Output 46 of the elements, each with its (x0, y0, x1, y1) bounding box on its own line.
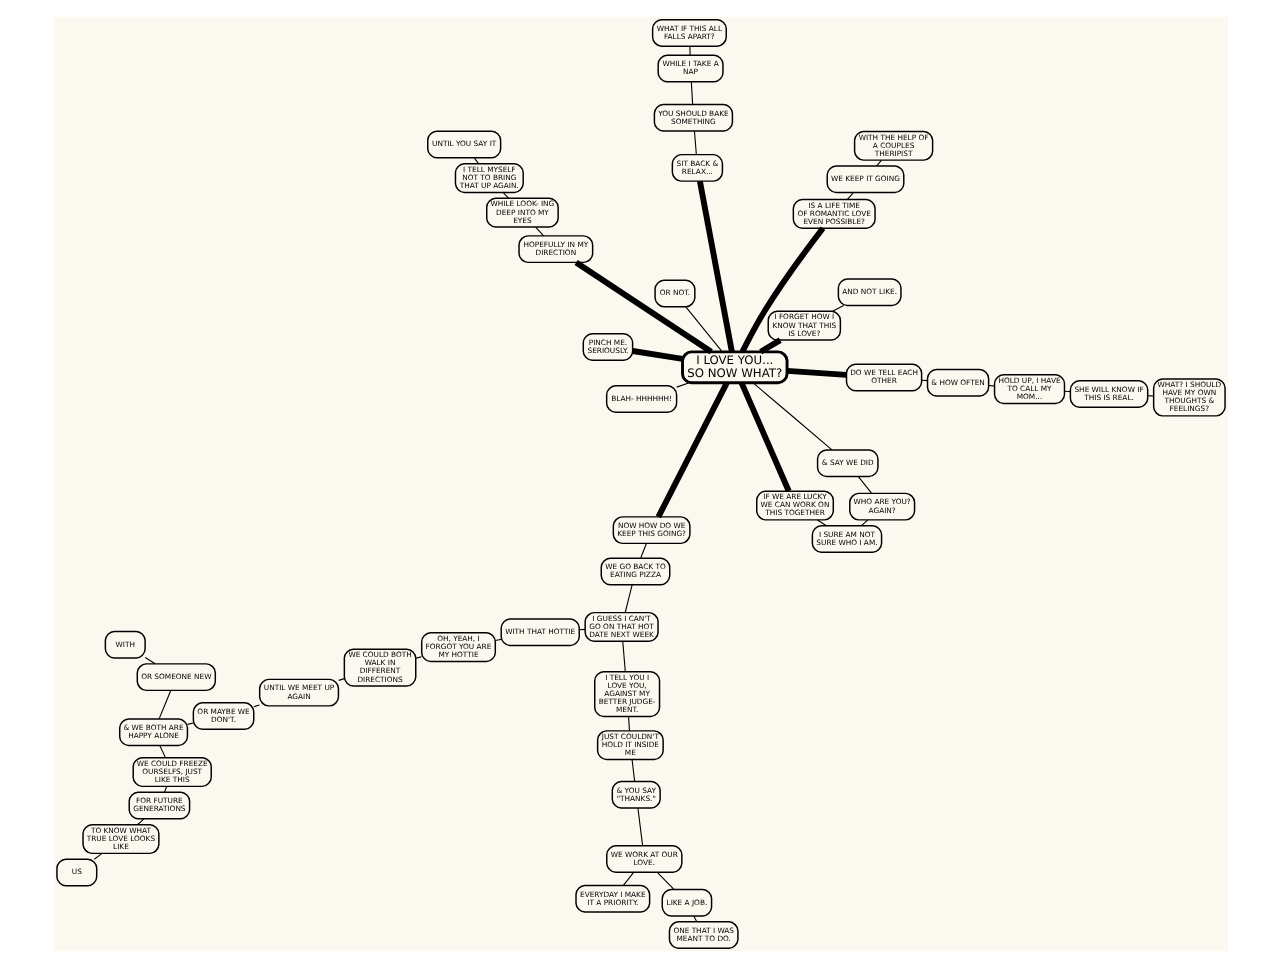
connector (875, 159, 881, 167)
connector (1146, 395, 1154, 397)
connector (158, 745, 165, 758)
connector (655, 871, 674, 890)
connector (414, 656, 422, 659)
connector (688, 45, 690, 56)
connector (136, 818, 144, 826)
connector (856, 476, 871, 494)
connector (534, 226, 544, 237)
connector (758, 337, 781, 355)
connector (845, 192, 853, 200)
connector (157, 690, 171, 720)
connector (472, 157, 479, 165)
connector (675, 382, 689, 388)
connector (621, 641, 625, 673)
connector (684, 306, 722, 353)
connector (493, 638, 501, 641)
connector (738, 226, 825, 353)
connector (751, 382, 832, 451)
connector (815, 519, 826, 527)
connector (92, 852, 102, 860)
connector (337, 678, 344, 681)
connector (185, 722, 193, 725)
connector (737, 381, 791, 493)
connector (689, 81, 693, 105)
connector (630, 759, 635, 782)
connector (636, 807, 643, 847)
connector (573, 260, 712, 355)
connector (859, 519, 868, 527)
connector (501, 192, 509, 199)
connector (143, 656, 155, 665)
connector (639, 542, 646, 559)
connector (631, 348, 682, 362)
connector (162, 785, 167, 793)
connector (692, 130, 696, 155)
connector (252, 704, 260, 708)
connector (987, 384, 995, 387)
connector (830, 304, 844, 312)
connector (786, 367, 846, 378)
connector (654, 381, 729, 519)
connector (627, 716, 629, 732)
connector (696, 180, 734, 353)
connector (577, 628, 585, 631)
connector (621, 871, 634, 886)
connector (623, 584, 632, 614)
connector (692, 915, 697, 923)
